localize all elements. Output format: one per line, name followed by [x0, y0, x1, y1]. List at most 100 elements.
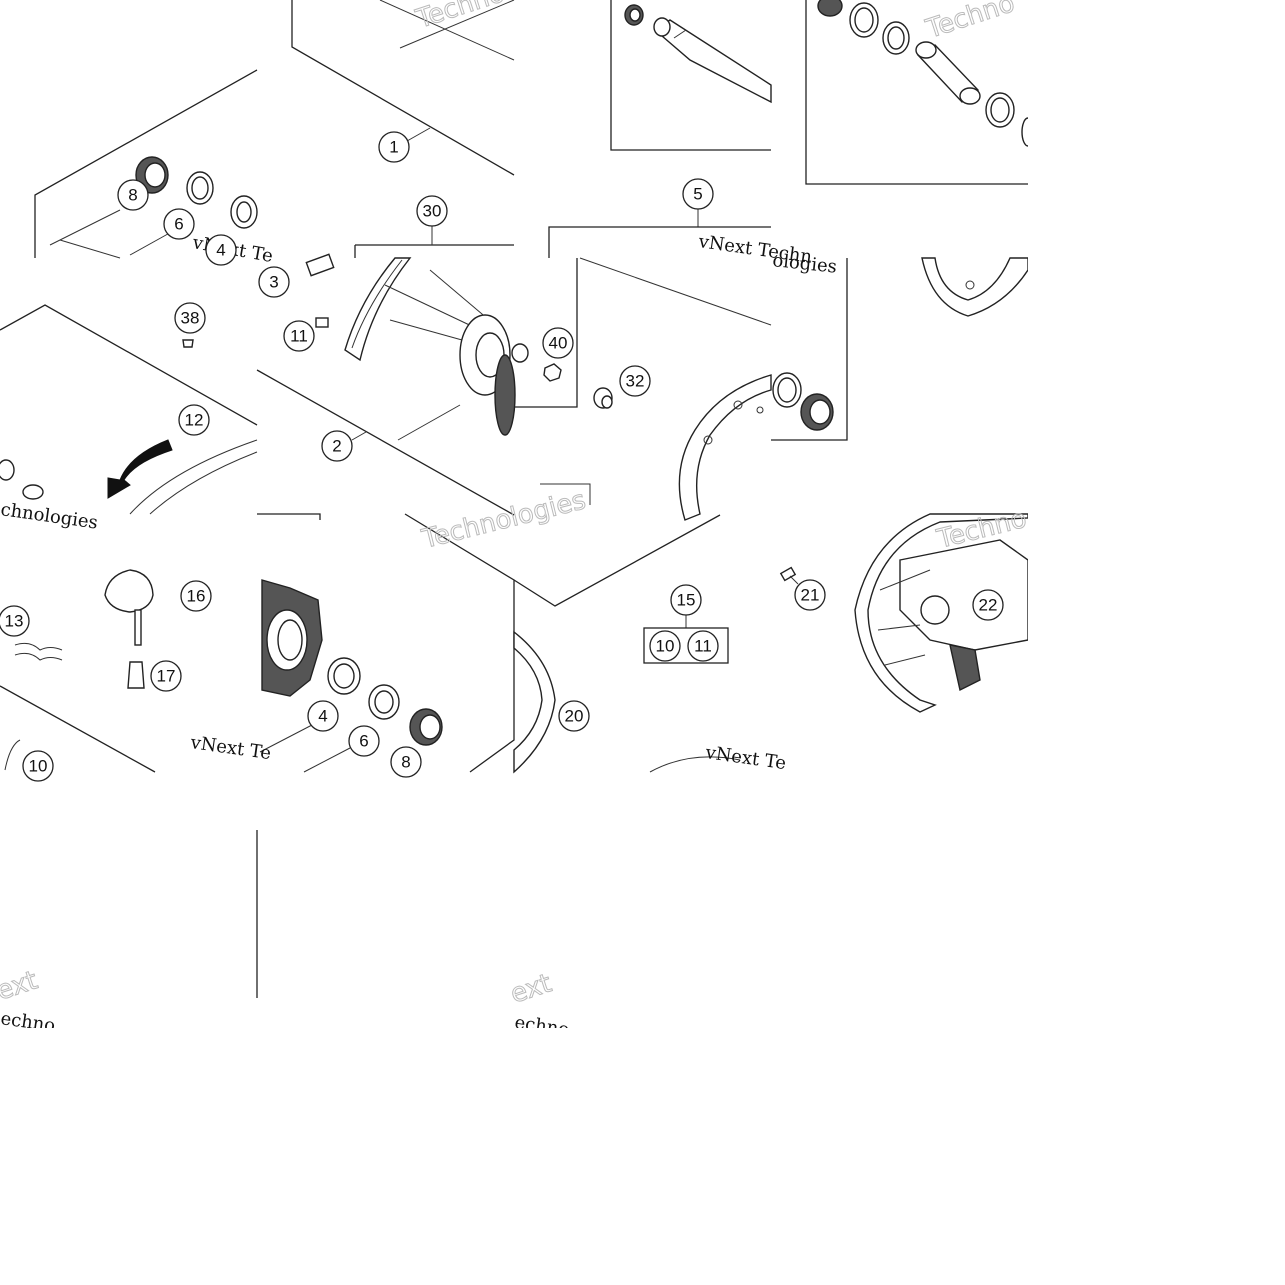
callout-label: 5 — [693, 185, 702, 204]
callout-label: 13 — [5, 612, 24, 631]
callout-label: 15 — [677, 591, 696, 610]
callout-label: 12 — [185, 411, 204, 430]
callout-1: 1 — [378, 131, 410, 163]
bearing-ring-icon — [186, 171, 214, 205]
callout-32: 32 — [619, 365, 651, 397]
hub-icon — [459, 314, 516, 436]
callout-6: 6 — [163, 208, 195, 240]
callout-38: 38 — [174, 302, 206, 334]
callout-label: 16 — [187, 587, 206, 606]
callout-4: 4 — [307, 700, 339, 732]
disc-guard-icon — [854, 513, 1029, 713]
callout-10: 10 — [22, 750, 54, 782]
callout-5: 5 — [682, 178, 714, 210]
callout-12: 12 — [178, 404, 210, 436]
callout-13: 13 — [0, 605, 30, 637]
watermark-text: Techno — [922, 0, 1018, 45]
callout-label: 11 — [290, 327, 308, 346]
callout-label: 30 — [423, 202, 442, 221]
watermark-text: ologies — [771, 250, 837, 278]
tile-hub-bearings — [257, 513, 515, 773]
spoke-nipple-icon — [315, 317, 329, 328]
callout-label: 32 — [626, 372, 645, 391]
callout-17: 17 — [150, 660, 182, 692]
tile-seal-frame — [771, 257, 1029, 441]
callout-16: 16 — [180, 580, 212, 612]
callout-label: 4 — [318, 707, 327, 726]
callout-layer: 1 2 3 4 4 5 6 6 8 8 10 10 11 11 12 13 15… — [0, 131, 1004, 782]
watermark-text: Technologies — [418, 485, 588, 555]
callout-label: 38 — [181, 309, 200, 328]
tile-disc-kit — [513, 514, 741, 774]
callout-label: 1 — [389, 138, 398, 157]
bearing-ring-icon — [327, 657, 361, 695]
rim-lock-nut-icon — [127, 661, 145, 689]
rim-lock-icon — [104, 569, 154, 646]
watermark-text: vNext Te — [703, 742, 787, 774]
valve-stem-icon — [305, 253, 335, 277]
callout-label: 6 — [359, 732, 368, 751]
tile-disc-guard — [779, 513, 1029, 713]
callout-21: 21 — [794, 579, 826, 611]
tile-row3-left — [0, 569, 156, 773]
direction-arrow-icon — [107, 439, 173, 499]
callout-30: 30 — [416, 195, 448, 227]
callout-label: 3 — [269, 273, 278, 292]
bearing-seal-icon — [409, 708, 443, 746]
rim-icon — [344, 257, 412, 362]
tile-top-left — [34, 69, 258, 259]
callout-label: 8 — [401, 753, 410, 772]
callout-label: 20 — [565, 707, 584, 726]
callout-22: 22 — [972, 589, 1004, 621]
hub-sprocket-icon — [261, 579, 323, 697]
rim-tape-icon — [14, 642, 63, 661]
axle-icon — [653, 17, 772, 104]
callout-label: 10 — [29, 757, 48, 776]
brake-disc-edge-icon — [513, 630, 556, 774]
callout-15: 15 — [670, 584, 702, 616]
tile-top-center-left — [291, 0, 515, 258]
callout-3: 3 — [258, 266, 290, 298]
callout-label: 2 — [332, 437, 341, 456]
callout-label: 17 — [157, 667, 176, 686]
callout-4: 4 — [205, 234, 237, 266]
valve-cap-icon — [182, 339, 194, 348]
screw-icon — [779, 566, 799, 585]
callout-10: 10 — [649, 630, 681, 662]
callout-11: 11 — [283, 320, 315, 352]
callout-11: 11 — [687, 630, 719, 662]
watermark-text: chnologies — [0, 499, 99, 533]
callout-label: 22 — [979, 596, 998, 615]
bearing-icon — [230, 195, 258, 229]
callout-label: 8 — [128, 186, 137, 205]
callout-label: 6 — [174, 215, 183, 234]
watermark-text: ext — [507, 968, 555, 1009]
callout-label: 21 — [801, 586, 820, 605]
watermark-text: vNext Te — [188, 732, 272, 764]
callout-label: 11 — [694, 637, 712, 656]
spacer-sleeve-icon — [915, 41, 981, 105]
brake-disc-icon — [678, 374, 772, 521]
callout-8: 8 — [390, 746, 422, 778]
callout-label: 40 — [549, 334, 568, 353]
tile-row2-left — [0, 304, 258, 515]
nut-icon — [543, 363, 562, 382]
callout-label: 10 — [656, 637, 675, 656]
callout-40: 40 — [542, 327, 574, 359]
watermark-text: ext — [0, 965, 41, 1006]
callout-6: 6 — [348, 725, 380, 757]
tile-nut-disc — [514, 257, 772, 521]
tile-rim-hub — [256, 253, 529, 516]
bearing-seal-icon — [800, 393, 834, 431]
brake-disc-fragment-icon — [921, 257, 1029, 317]
bearing-icon — [368, 684, 400, 720]
callout-20: 20 — [558, 700, 590, 732]
watermark-text: Techno — [412, 0, 508, 35]
callout-8: 8 — [117, 179, 149, 211]
callout-label: 4 — [216, 241, 225, 260]
tile-axle-frame — [548, 0, 772, 258]
collar-nut-icon — [593, 387, 613, 409]
callout-2: 2 — [321, 430, 353, 462]
